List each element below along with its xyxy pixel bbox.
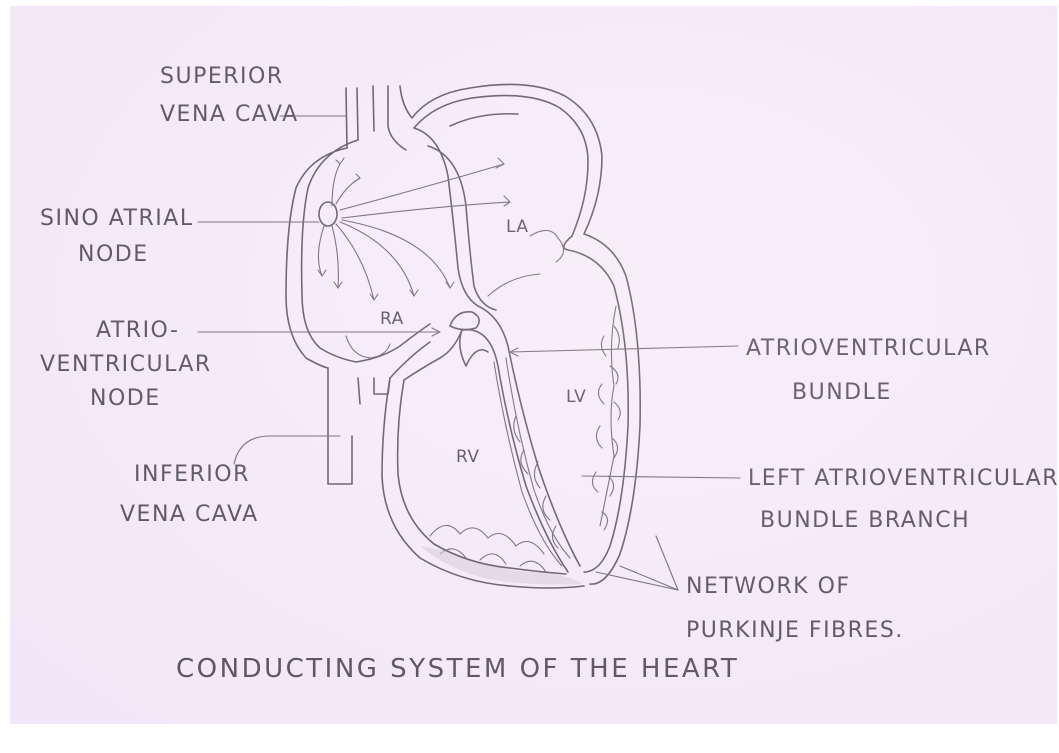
purkinje-network [420,306,620,585]
label-atrioventricular: ATRIOVENTRICULAR [746,336,991,362]
label-purkinje-fibres: PURKINJE FIBRES. [686,618,904,644]
label-ventricular: VENTRICULAR [40,352,212,378]
av-node [450,312,479,330]
leader-lines [198,116,740,590]
label-vena-cava-inferior: VENA CAVA [120,502,259,528]
right-atrium [286,140,430,368]
label-bundle-branch: BUNDLE BRANCH [760,508,970,534]
label-superior: SUPERIOR [160,64,284,90]
label-lv: LV [566,384,586,410]
label-atrio: ATRIO- [96,318,179,344]
diagram-title: CONDUCTING SYSTEM OF THE HEART [176,656,739,682]
label-bundle: BUNDLE [792,380,892,406]
label-vena-cava-superior: VENA CAVA [160,102,299,128]
label-inferior: INFERIOR [134,462,250,488]
drawing-paper: SUPERIOR VENA CAVA SINO ATRIAL NODE ATRI… [10,6,1057,724]
label-rv: RV [456,444,480,470]
ventricles [382,306,584,588]
label-sino-atrial: SINO ATRIAL [40,206,194,232]
label-av-node: NODE [90,386,161,412]
label-sa-node: NODE [78,242,149,268]
inferior-vena-cava [328,368,390,484]
label-ra: RA [380,306,404,332]
sa-node [319,202,337,226]
label-left-atrioventricular: LEFT ATRIOVENTRICULAR [748,466,1059,492]
label-network-of: NETWORK OF [686,574,851,600]
label-la: LA [506,214,529,240]
impulse-arrows [318,158,510,300]
